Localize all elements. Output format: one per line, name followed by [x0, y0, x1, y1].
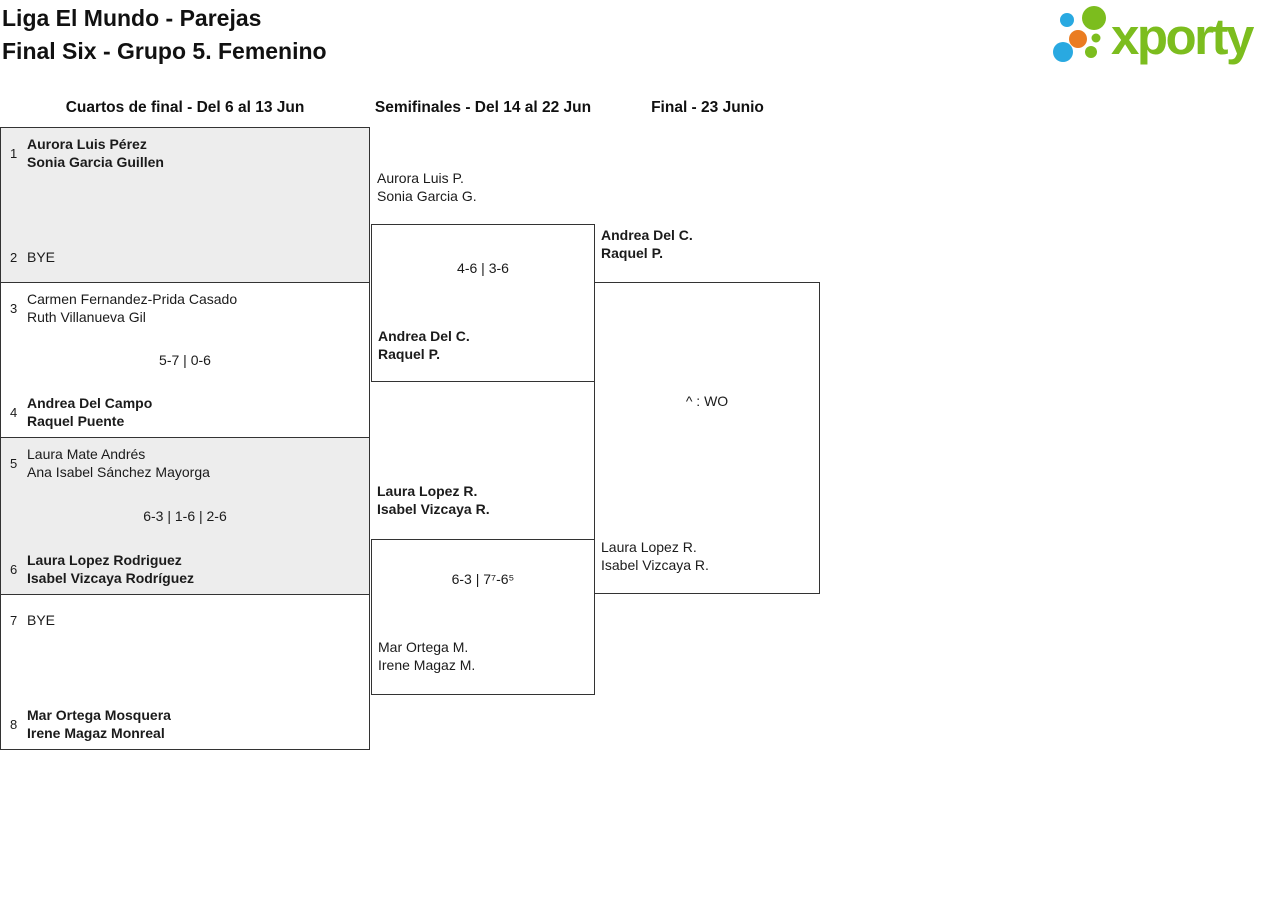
- xporty-logo-graphic: xporty: [1053, 6, 1258, 65]
- player-name: Isabel Vizcaya Rodríguez: [27, 570, 195, 586]
- participant-row-seed5: 5 Laura Mate Andrés Ana Isabel Sánchez M…: [10, 445, 360, 481]
- participant-row-seed1: 1 Aurora Luis Pérez Sonia Garcia Guillen: [10, 135, 360, 171]
- team-names: Laura Mate Andrés Ana Isabel Sánchez May…: [27, 445, 210, 481]
- match-score: 6-3 | 1-6 | 2-6: [143, 508, 227, 524]
- logo-dot-blue-large: [1053, 42, 1073, 62]
- match-box-sf2[interactable]: 6-3 | 7⁷-6⁵ Mar Ortega M. Irene Magaz M.: [371, 539, 595, 695]
- player-name: Isabel Vizcaya R.: [377, 501, 490, 517]
- player-name: Isabel Vizcaya R.: [601, 557, 709, 573]
- match-box-qf2[interactable]: 3 Carmen Fernandez-Prida Casado Ruth Vil…: [0, 282, 370, 438]
- page-title-line1: Liga El Mundo - Parejas: [2, 5, 262, 31]
- player-name: Mar Ortega M.: [378, 639, 469, 655]
- logo-dot-green-tiny: [1091, 33, 1101, 43]
- seed-number: 8: [10, 716, 18, 732]
- seed-number: 4: [10, 404, 18, 420]
- player-name: Laura Lopez R.: [377, 483, 478, 499]
- seed-number: 2: [10, 249, 18, 265]
- player-name: BYE: [27, 612, 56, 628]
- sf2-bottom-team: Mar Ortega M. Irene Magaz M.: [378, 638, 475, 674]
- sf1-winner-team: Andrea Del C. Raquel P.: [378, 327, 470, 363]
- player-name: Irene Magaz Monreal: [27, 725, 165, 741]
- logo-dot-green-small: [1085, 46, 1097, 58]
- player-name: Andrea Del C.: [601, 227, 693, 243]
- team-names: Aurora Luis Pérez Sonia Garcia Guillen: [27, 135, 164, 171]
- xporty-logo[interactable]: xporty: [1045, 0, 1275, 72]
- player-name: BYE: [27, 249, 56, 265]
- team-names: BYE: [27, 248, 55, 266]
- participant-row-seed7: 7 BYE: [10, 602, 360, 638]
- team-names: BYE: [27, 611, 55, 629]
- participant-row-seed6: 6 Laura Lopez Rodriguez Isabel Vizcaya R…: [10, 551, 360, 587]
- match-box-sf1[interactable]: 4-6 | 3-6 Andrea Del C. Raquel P.: [371, 224, 595, 382]
- page-title-line2: Final Six - Grupo 5. Femenino: [2, 38, 327, 64]
- player-name: Raquel P.: [378, 346, 440, 362]
- seed-number: 6: [10, 561, 18, 577]
- match-box-qf4[interactable]: 7 BYE 8 Mar Ortega Mosquera Irene Magaz …: [0, 594, 370, 750]
- seed-number: 3: [10, 300, 18, 316]
- round-header-cuartos: Cuartos de final - Del 6 al 13 Jun: [65, 99, 305, 116]
- team-names: Carmen Fernandez-Prida Casado Ruth Villa…: [27, 290, 237, 326]
- logo-dot-green-large: [1082, 6, 1106, 30]
- player-name: Mar Ortega Mosquera: [27, 707, 171, 723]
- page-title: Liga El Mundo - Parejas Final Six - Grup…: [2, 2, 327, 68]
- round-header-semifinales: Semifinales - Del 14 al 22 Jun: [374, 99, 592, 116]
- player-name: Aurora Luis Pérez: [27, 136, 147, 152]
- player-name: Aurora Luis P.: [377, 170, 464, 186]
- player-name: Laura Mate Andrés: [27, 446, 146, 462]
- player-name: Irene Magaz M.: [378, 657, 476, 673]
- player-name: Raquel P.: [601, 245, 663, 261]
- player-name: Laura Lopez R.: [601, 539, 697, 555]
- logo-dot-blue-small: [1060, 13, 1074, 27]
- team-names: Laura Lopez Rodriguez Isabel Vizcaya Rod…: [27, 551, 194, 587]
- team-names: Andrea Del Campo Raquel Puente: [27, 394, 152, 430]
- sf1-top-team: Aurora Luis P. Sonia Garcia G.: [377, 169, 477, 205]
- walkover-note: ^ : WO: [685, 393, 729, 409]
- player-name: Sonia Garcia G.: [377, 188, 477, 204]
- player-name: Carmen Fernandez-Prida Casado: [27, 291, 238, 307]
- player-name: Raquel Puente: [27, 413, 125, 429]
- round-header-final: Final - 23 Junio: [651, 99, 764, 116]
- team-names: Mar Ortega Mosquera Irene Magaz Monreal: [27, 706, 171, 742]
- participant-row-seed8: 8 Mar Ortega Mosquera Irene Magaz Monrea…: [10, 706, 360, 742]
- seed-number: 5: [10, 455, 18, 471]
- match-box-qf1[interactable]: 1 Aurora Luis Pérez Sonia Garcia Guillen…: [0, 127, 370, 283]
- match-score: 4-6 | 3-6: [457, 260, 509, 276]
- final-bottom-team: Laura Lopez R. Isabel Vizcaya R.: [601, 538, 709, 574]
- match-score: 5-7 | 0-6: [159, 352, 211, 368]
- match-score: 6-3 | 7⁷-6⁵: [451, 571, 515, 587]
- player-name: Andrea Del C.: [378, 328, 470, 344]
- match-box-qf3[interactable]: 5 Laura Mate Andrés Ana Isabel Sánchez M…: [0, 437, 370, 595]
- player-name: Ana Isabel Sánchez Mayorga: [27, 464, 210, 480]
- final-top-team: Andrea Del C. Raquel P.: [601, 226, 693, 262]
- logo-dot-orange: [1069, 30, 1087, 48]
- participant-row-seed2: 2 BYE: [10, 239, 360, 275]
- player-name: Ruth Villanueva Gil: [27, 309, 146, 325]
- seed-number: 7: [10, 612, 18, 628]
- player-name: Andrea Del Campo: [27, 395, 153, 411]
- player-name: Sonia Garcia Guillen: [27, 154, 164, 170]
- sf2-top-team: Laura Lopez R. Isabel Vizcaya R.: [377, 482, 490, 518]
- participant-row-seed4: 4 Andrea Del Campo Raquel Puente: [10, 394, 360, 430]
- participant-row-seed3: 3 Carmen Fernandez-Prida Casado Ruth Vil…: [10, 290, 360, 326]
- xporty-logo-text: xporty: [1111, 8, 1255, 65]
- match-box-final[interactable]: ^ : WO Laura Lopez R. Isabel Vizcaya R.: [594, 282, 820, 594]
- seed-number: 1: [10, 145, 18, 161]
- player-name: Laura Lopez Rodriguez: [27, 552, 182, 568]
